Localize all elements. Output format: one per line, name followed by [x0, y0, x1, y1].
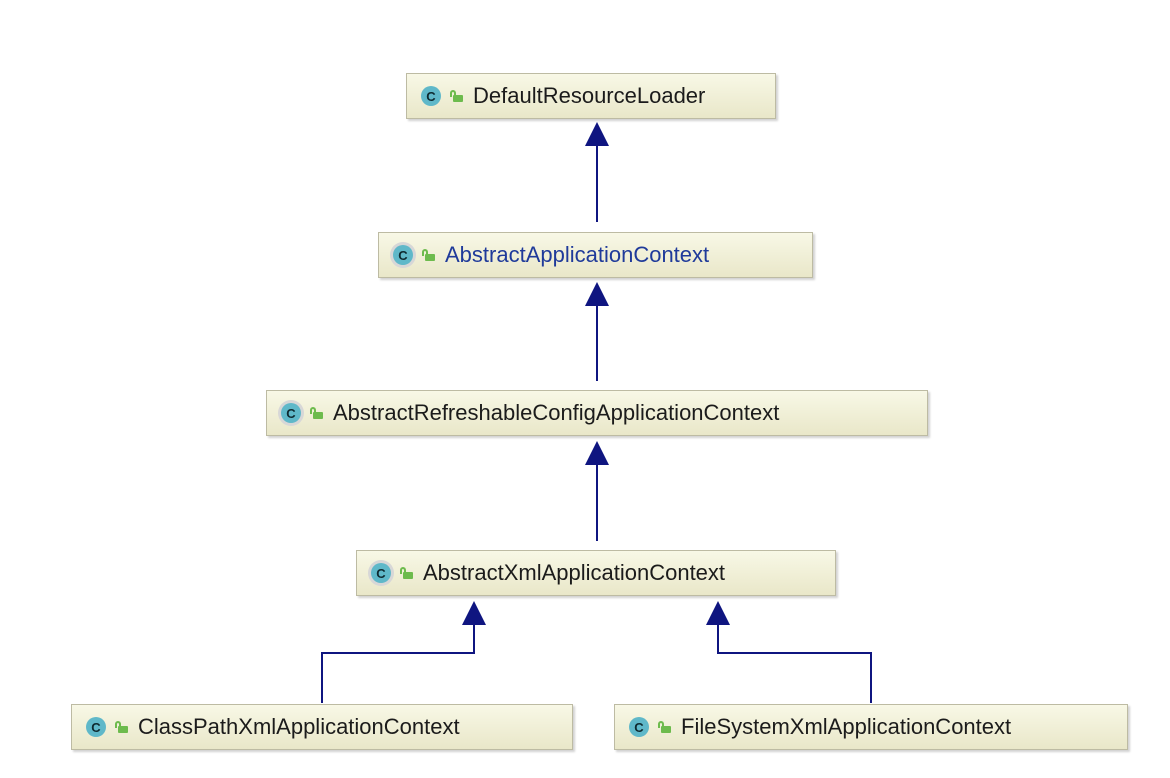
- node-label: AbstractXmlApplicationContext: [423, 560, 726, 585]
- abstract-class-icon: C: [393, 245, 413, 265]
- public-lock-icon: [450, 90, 463, 102]
- class-icon: C: [421, 86, 441, 106]
- inheritance-edge: [321, 603, 475, 703]
- public-lock-icon: [658, 721, 671, 733]
- node-label: AbstractApplicationContext: [445, 242, 710, 267]
- node-abstract-application-context[interactable]: C AbstractApplicationContext: [378, 232, 813, 278]
- node-label: FileSystemXmlApplicationContext: [681, 714, 1012, 739]
- node-label: ClassPathXmlApplicationContext: [138, 714, 460, 739]
- abstract-class-icon: C: [371, 563, 391, 583]
- node-abstract-refreshable-config-application-context[interactable]: C AbstractRefreshableConfigApplicationCo…: [266, 390, 928, 436]
- public-lock-icon: [310, 407, 323, 419]
- inheritance-edge: [717, 603, 872, 703]
- class-icon: C: [86, 717, 106, 737]
- abstract-class-icon: C: [281, 403, 301, 423]
- node-label: AbstractRefreshableConfigApplicationCont…: [333, 400, 780, 425]
- inheritance-arrowhead: [585, 282, 609, 306]
- class-icon: C: [629, 717, 649, 737]
- public-lock-icon: [115, 721, 128, 733]
- public-lock-icon: [400, 567, 413, 579]
- inheritance-arrowhead: [462, 601, 486, 625]
- node-label: DefaultResourceLoader: [473, 83, 706, 108]
- node-abstract-xml-application-context[interactable]: C AbstractXmlApplicationContext: [356, 550, 836, 596]
- inheritance-arrowhead: [585, 122, 609, 146]
- public-lock-icon: [422, 249, 435, 261]
- node-class-path-xml-application-context[interactable]: C ClassPathXmlApplicationContext: [71, 704, 573, 750]
- node-file-system-xml-application-context[interactable]: C FileSystemXmlApplicationContext: [614, 704, 1128, 750]
- node-default-resource-loader[interactable]: C DefaultResourceLoader: [406, 73, 776, 119]
- inheritance-arrowhead: [585, 441, 609, 465]
- inheritance-arrowhead: [706, 601, 730, 625]
